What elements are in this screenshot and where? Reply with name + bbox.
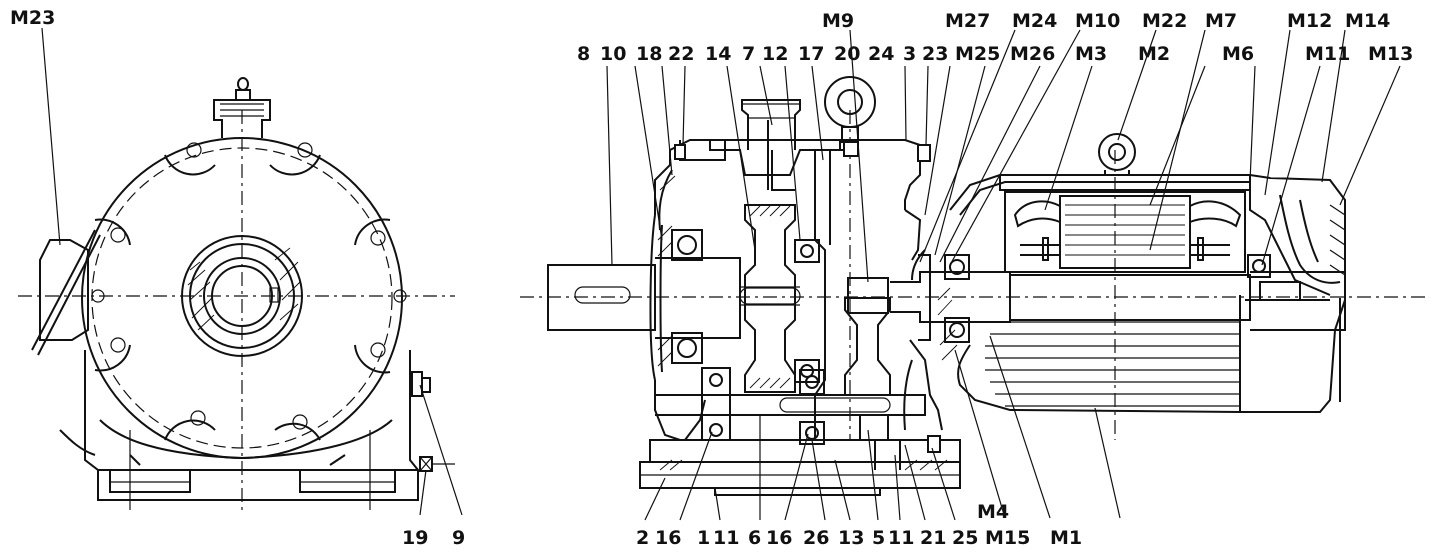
label-24: 24 [868,43,894,65]
label-M26: M26 [1010,43,1055,65]
label-12: 12 [762,43,788,65]
label-M24: M24 [1012,10,1057,32]
label-M27: M27 [945,10,990,32]
bolt-bosses [91,142,407,441]
leader-lines-bottom [644,335,1121,521]
label-9: 9 [452,527,465,549]
label-16b: 16 [766,527,792,549]
label-19: 19 [402,527,428,549]
label-22: 22 [668,43,694,65]
label-M22: M22 [1142,10,1187,32]
label-7: 7 [742,43,755,65]
label-M15: M15 [985,527,1030,549]
leader-lines-top [606,29,1401,283]
label-M23: M23 [10,7,55,29]
pinion-gear [844,277,891,396]
label-21: 21 [920,527,946,549]
label-25: 25 [952,527,978,549]
label-14: 14 [705,43,731,65]
label-1: 1 [697,527,710,549]
intermediate-shaft [655,367,926,470]
label-13: 13 [838,527,864,549]
label-18: 18 [636,43,662,65]
label-26: 26 [803,527,829,549]
front-view: M23 19 9 [10,7,465,549]
label-M6: M6 [1222,43,1254,65]
label-6: 6 [748,527,761,549]
label-M11: M11 [1305,43,1350,65]
label-M7: M7 [1205,10,1237,32]
label-M12: M12 [1287,10,1332,32]
label-10: 10 [600,43,626,65]
label-5: 5 [872,527,885,549]
label-M4: M4 [977,501,1009,523]
large-gear [744,204,796,393]
label-M13: M13 [1368,43,1413,65]
label-M10: M10 [1075,10,1120,32]
breather-plug [741,99,801,191]
label-11b: 11 [888,527,914,549]
output-shaft [547,257,801,339]
label-17: 17 [798,43,824,65]
label-8: 8 [577,43,590,65]
label-16a: 16 [655,527,681,549]
label-2: 2 [636,527,649,549]
label-M3: M3 [1075,43,1107,65]
section-view: M9 M27 M24 M10 M22 M7 M12 M14 8 10 18 22… [520,10,1430,549]
label-M25: M25 [955,43,1000,65]
label-23: 23 [922,43,948,65]
label-11a: 11 [713,527,739,549]
label-M14: M14 [1345,10,1390,32]
label-3: 3 [903,43,916,65]
label-M1: M1 [1050,527,1082,549]
label-20: 20 [834,43,860,65]
motor-housing [937,133,1346,413]
label-M9: M9 [822,10,854,32]
label-M2: M2 [1138,43,1170,65]
input-shaft [890,249,1011,343]
